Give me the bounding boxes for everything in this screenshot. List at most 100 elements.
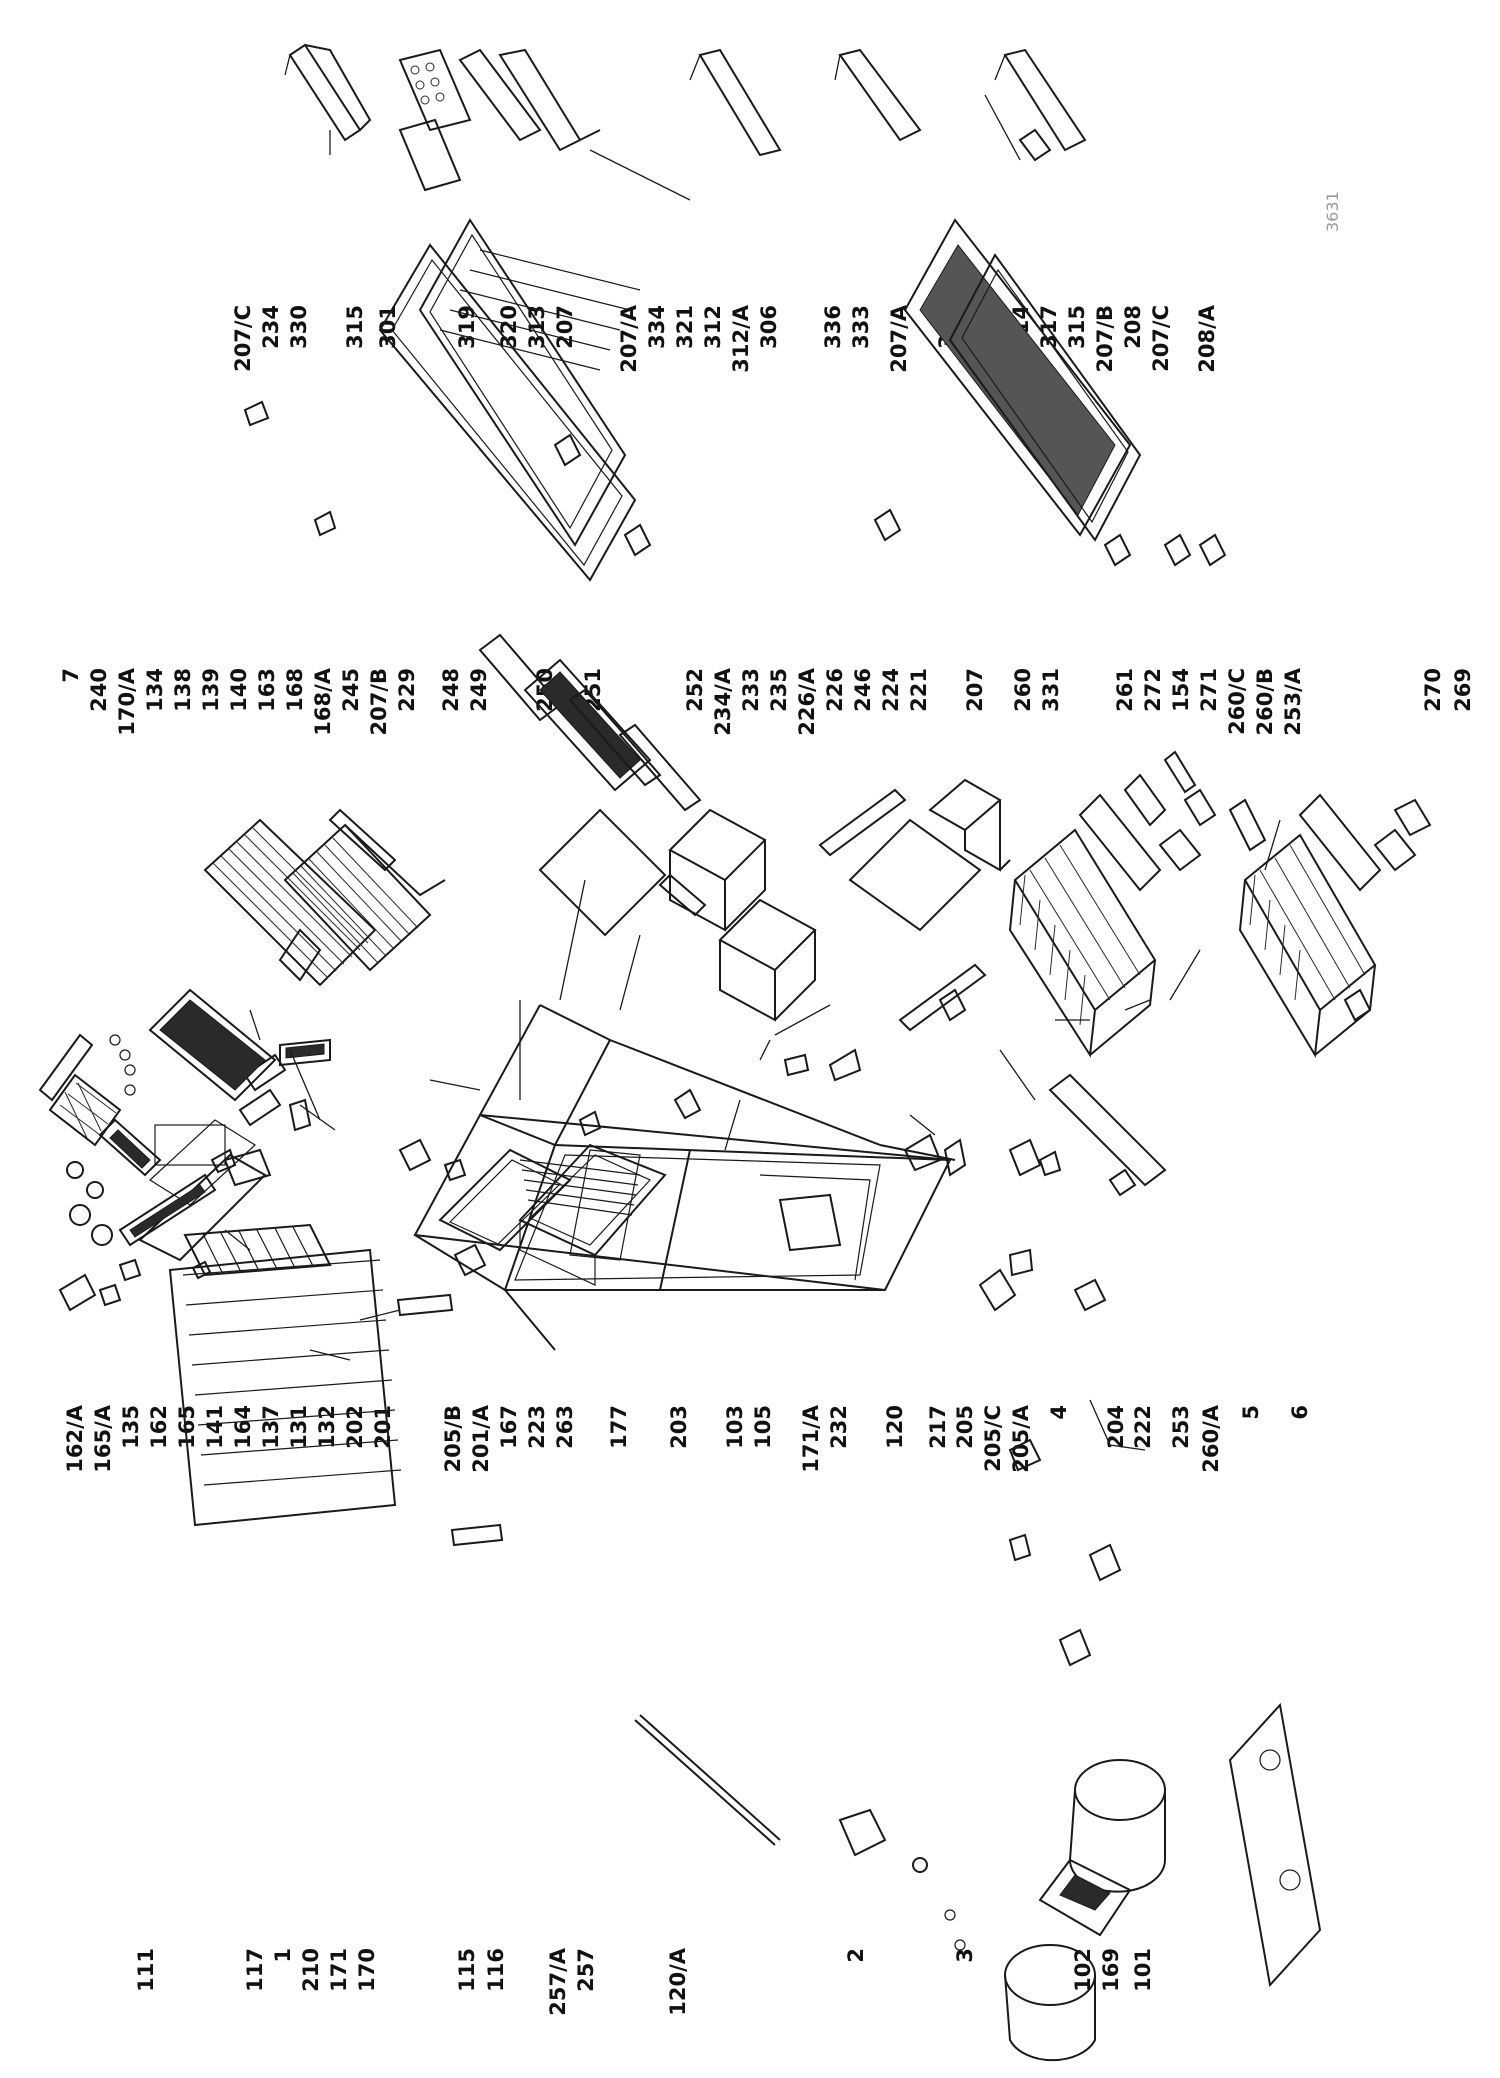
rod-120a — [634, 1714, 781, 1846]
part-label: 169 — [1099, 1948, 1123, 1992]
compressor-102 — [1004, 1944, 1096, 2062]
crisper-drawers — [668, 808, 817, 1022]
part-label: 233 — [739, 668, 763, 712]
part-label: 246 — [851, 668, 875, 712]
part-label: 270 — [1421, 668, 1445, 712]
door-hinges — [243, 400, 1227, 1022]
part-label: 330 — [287, 305, 311, 349]
part-label: 261 — [1113, 668, 1137, 712]
crisper-cover-246 — [848, 778, 1011, 932]
part-label: 315 — [1065, 305, 1089, 349]
part-label: 207/A — [887, 304, 911, 373]
small-parts-272-154-271 — [1123, 750, 1432, 872]
part-label: 134 — [143, 668, 167, 712]
part-label: 229 — [395, 668, 419, 712]
part-label: 226 — [823, 668, 847, 712]
part-label: 105 — [751, 1405, 775, 1449]
part-label: 162 — [147, 1405, 171, 1449]
part-label: 1 — [271, 1948, 295, 1963]
part-label: 260/A — [1199, 1404, 1223, 1473]
rear-panel — [138, 1119, 267, 1262]
refrigerator-cabinet — [413, 1004, 956, 1351]
part-label: 263 — [553, 1405, 577, 1449]
profile-226 — [818, 788, 987, 1032]
part-label: 208/A — [1195, 304, 1219, 373]
part-label: 3 — [953, 1948, 977, 1963]
part-label: 116 — [484, 1948, 508, 1992]
door-liner-301 — [378, 243, 637, 582]
part-label: 315 — [343, 305, 367, 349]
part-label: 171 — [327, 1948, 351, 1992]
part-label: 301 — [376, 305, 400, 349]
glass-shelf-250 — [538, 808, 707, 937]
shelf-frame-245 — [278, 808, 397, 982]
wire-shelf-248 — [283, 823, 446, 972]
part-label: 226/A — [795, 667, 819, 736]
part-label: 207/C — [1149, 305, 1173, 372]
part-label: 221 — [907, 668, 931, 712]
part-label: 120/A — [666, 1947, 690, 2016]
part-label: 260/C — [1225, 668, 1249, 735]
part-label: 140 — [227, 668, 251, 712]
part-label: 257 — [574, 1948, 598, 1992]
part-label: 208 — [1121, 305, 1145, 349]
part-label: 205 — [953, 1405, 977, 1449]
part-label: 135 — [119, 1405, 143, 1449]
part-label: 336 — [821, 305, 845, 349]
part-label: 137 — [259, 1405, 283, 1449]
part-label: 248 — [439, 668, 463, 712]
part-label: 7 — [59, 668, 83, 683]
part-label: 312/A — [729, 304, 753, 373]
part-label: 120 — [883, 1405, 907, 1449]
part-label: 204 — [1104, 1405, 1128, 1449]
condenser-coil — [168, 1223, 402, 1527]
part-label: 253/A — [1281, 667, 1305, 736]
shelf-supports — [284, 54, 1021, 201]
part-label: 131 — [287, 1405, 311, 1449]
profiles-260b-260c — [1228, 798, 1372, 1022]
part-label: 115 — [455, 1948, 479, 1992]
part-label: 207/A — [617, 304, 641, 373]
part-label: 117 — [243, 1948, 267, 1992]
control-panel-parts — [38, 988, 277, 1246]
part-label: 235 — [767, 668, 791, 712]
part-label: 321 — [673, 305, 697, 349]
wire-shelf-229 — [203, 818, 377, 987]
freezer-basket-260 — [1008, 828, 1157, 1058]
part-label: 260 — [1011, 668, 1035, 712]
part-label: 222 — [1131, 1405, 1155, 1449]
part-label: 257/A — [546, 1947, 570, 2016]
compressor-101 — [1068, 1759, 1166, 1893]
part-label: 171/A — [799, 1404, 823, 1473]
part-label: 232 — [827, 1405, 851, 1449]
part-label: 205/A — [1009, 1404, 1033, 1473]
part-label: 252 — [683, 668, 707, 712]
part-label: 203 — [667, 1405, 691, 1449]
tray-257 — [438, 1143, 667, 1286]
part-label: 162/A — [63, 1404, 87, 1473]
freezer-basket-253a — [1238, 833, 1377, 1059]
part-label: 224 — [879, 668, 903, 712]
part-label: 207 — [963, 668, 987, 712]
part-label: 260/B — [1253, 668, 1277, 736]
watermark-text: 3631 — [1323, 191, 1342, 232]
part-label: 272 — [1141, 668, 1165, 712]
door-handles — [478, 633, 702, 812]
part-label: 168/A — [311, 667, 335, 736]
part-label: 205/B — [441, 1405, 465, 1473]
part-label: 103 — [723, 1405, 747, 1449]
part-label: 138 — [171, 668, 195, 712]
part-label: 234/A — [711, 667, 735, 736]
part-label: 234 — [259, 305, 283, 349]
part-label: 217 — [926, 1405, 950, 1449]
part-label: 170 — [355, 1948, 379, 1992]
small-parts-2-3 — [838, 1808, 966, 1951]
part-label: 249 — [467, 668, 491, 712]
part-label: 245 — [339, 668, 363, 712]
part-label: 177 — [607, 1405, 631, 1449]
thermostat-parts — [58, 1053, 287, 1312]
